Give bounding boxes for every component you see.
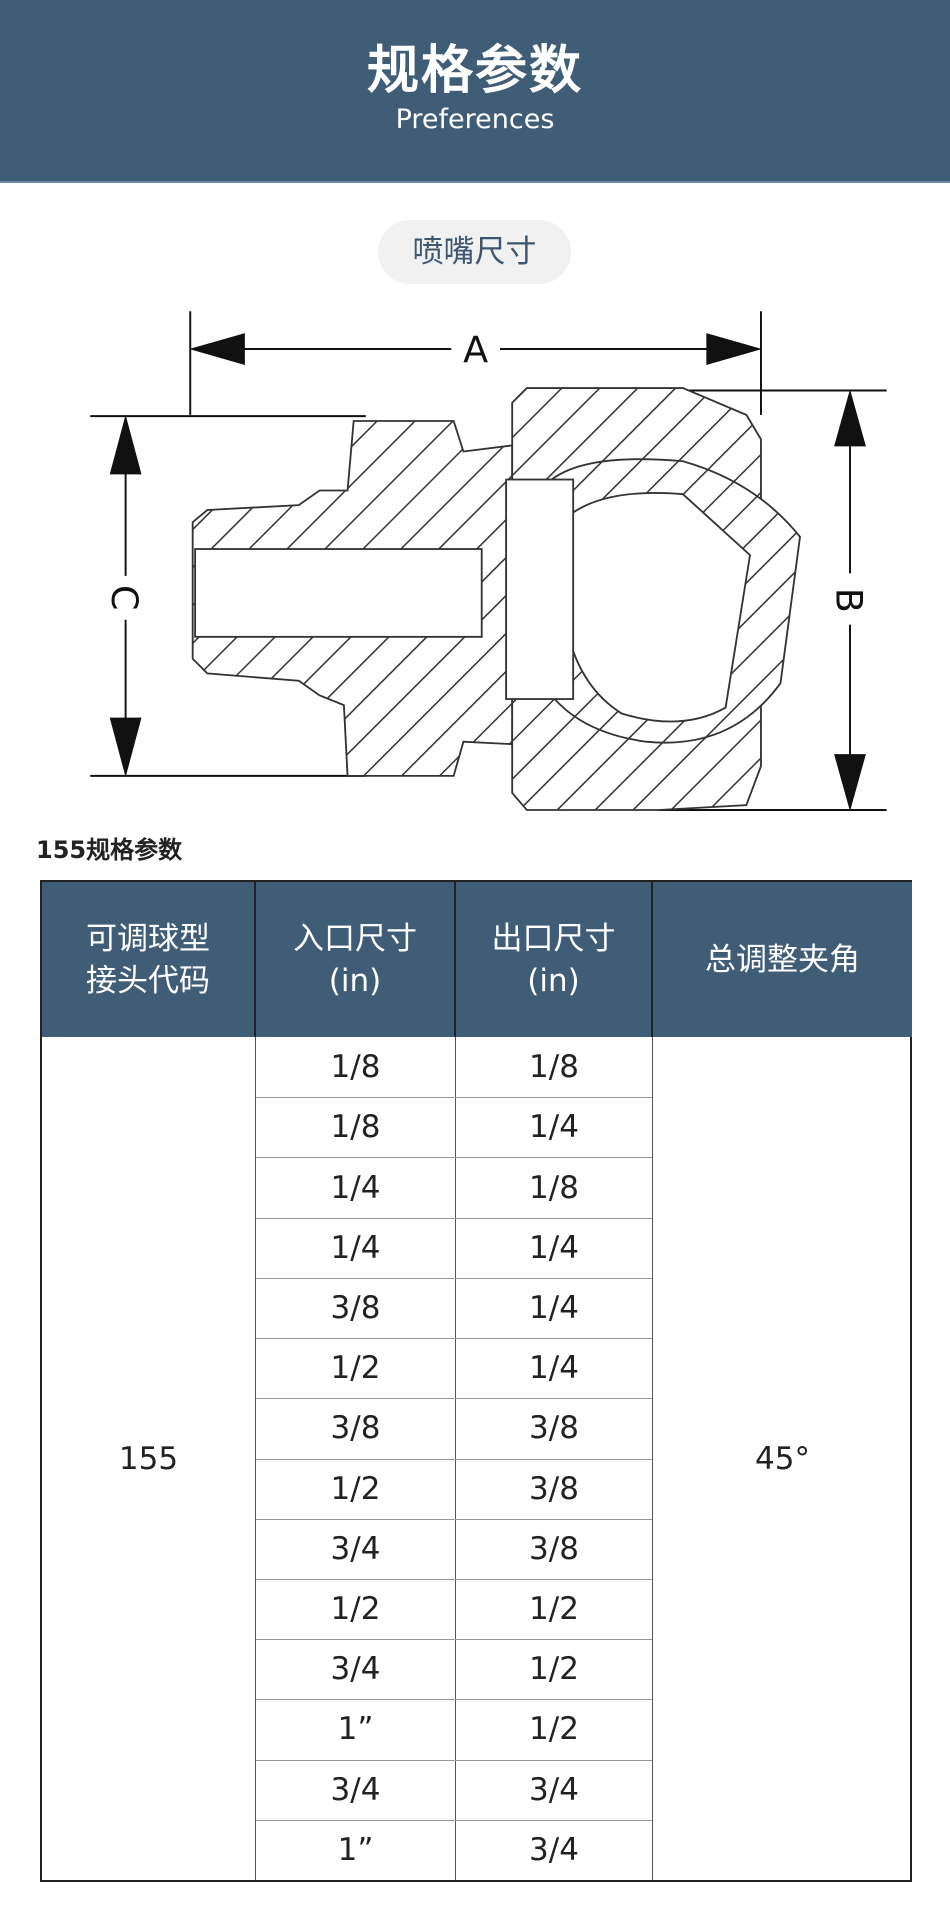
outlet-size-cell: 1/2	[529, 1591, 579, 1628]
inlet-size-cell: 1/4	[330, 1169, 381, 1206]
row-divider	[256, 1578, 652, 1580]
row-divider	[256, 1398, 652, 1400]
outlet-size-cell: 1/2	[529, 1711, 579, 1748]
dimension-b	[658, 389, 887, 812]
row-divider	[256, 1639, 652, 1641]
inlet-size-cell: 1/2	[330, 1591, 381, 1628]
fitting-code-cell: 155	[118, 1440, 179, 1477]
dimension-label-a: A	[463, 328, 488, 371]
page-subtitle: Preferences	[395, 104, 555, 135]
outlet-size-cell: 3/8	[529, 1470, 579, 1507]
inlet-size-cell: 1/8	[330, 1049, 381, 1086]
fitting-dimension-diagram: A C B	[90, 311, 887, 812]
inlet-size-cell: 3/8	[330, 1410, 381, 1447]
section-pill-nozzle-size: 喷嘴尺寸	[378, 220, 571, 284]
outlet-size-cell: 1/8	[529, 1049, 579, 1086]
outlet-size-cell: 3/8	[529, 1410, 579, 1447]
dimension-c	[90, 414, 366, 778]
fitting-body	[191, 387, 801, 811]
outlet-size-cell: 1/4	[529, 1289, 579, 1326]
outlet-size-cell: 3/8	[529, 1530, 579, 1567]
header-line: 可调球型	[86, 920, 210, 957]
outlet-size-cell: 1/8	[529, 1169, 579, 1206]
header-line: (in)	[328, 962, 382, 999]
row-divider	[256, 1819, 652, 1821]
inlet-size-cell: 1”	[337, 1711, 374, 1748]
column-divider	[652, 1037, 653, 1880]
row-divider	[256, 1458, 652, 1460]
header-line: 入口尺寸	[293, 920, 417, 957]
outlet-size-cell: 1/4	[529, 1350, 579, 1387]
outlet-size-cell: 3/4	[529, 1771, 579, 1808]
inlet-size-cell: 3/4	[330, 1651, 381, 1688]
row-divider	[256, 1277, 652, 1279]
inlet-size-cell: 1/4	[330, 1229, 381, 1266]
header-banner: 规格参数 Preferences	[0, 0, 950, 183]
row-divider	[256, 1217, 652, 1219]
row-divider	[256, 1759, 652, 1761]
row-divider	[256, 1157, 652, 1159]
column-header-outlet: 出口尺寸 (in)	[456, 882, 653, 1037]
column-header-angle: 总调整夹角	[653, 882, 912, 1037]
row-divider	[256, 1097, 652, 1099]
column-header-inlet: 入口尺寸 (in)	[256, 882, 456, 1037]
inlet-size-cell: 1/8	[330, 1109, 381, 1146]
dimension-label-b: B	[828, 588, 871, 613]
row-divider	[256, 1338, 652, 1340]
outlet-size-cell: 1/2	[529, 1651, 579, 1688]
row-divider	[256, 1518, 652, 1520]
page-title: 规格参数	[366, 41, 583, 101]
outlet-size-cell: 1/4	[529, 1109, 579, 1146]
inlet-size-cell: 1/2	[330, 1470, 381, 1507]
column-header-code: 可调球型 接头代码	[42, 882, 256, 1037]
spec-table-title: 155规格参数	[36, 836, 183, 864]
inlet-size-cell: 1”	[337, 1831, 374, 1868]
header-line: (in)	[527, 962, 580, 999]
inlet-size-cell: 3/4	[330, 1530, 381, 1567]
header-line: 接头代码	[86, 962, 210, 999]
header-line: 总调整夹角	[705, 941, 860, 978]
outlet-size-cell: 1/4	[529, 1229, 579, 1266]
inlet-size-cell: 1/2	[330, 1350, 381, 1387]
dimension-a	[189, 311, 763, 415]
inlet-size-cell: 3/8	[330, 1289, 381, 1326]
header-line: 出口尺寸	[491, 920, 616, 957]
row-divider	[256, 1699, 652, 1701]
outlet-size-cell: 3/4	[529, 1831, 579, 1868]
dimension-label-c: C	[103, 585, 146, 611]
spec-table: 可调球型 接头代码 入口尺寸 (in) 出口尺寸 (in) 总调整夹角 155 …	[40, 880, 912, 1882]
adjust-angle-cell: 45°	[755, 1440, 810, 1477]
inlet-size-cell: 3/4	[330, 1771, 381, 1808]
column-divider	[255, 1037, 256, 1880]
